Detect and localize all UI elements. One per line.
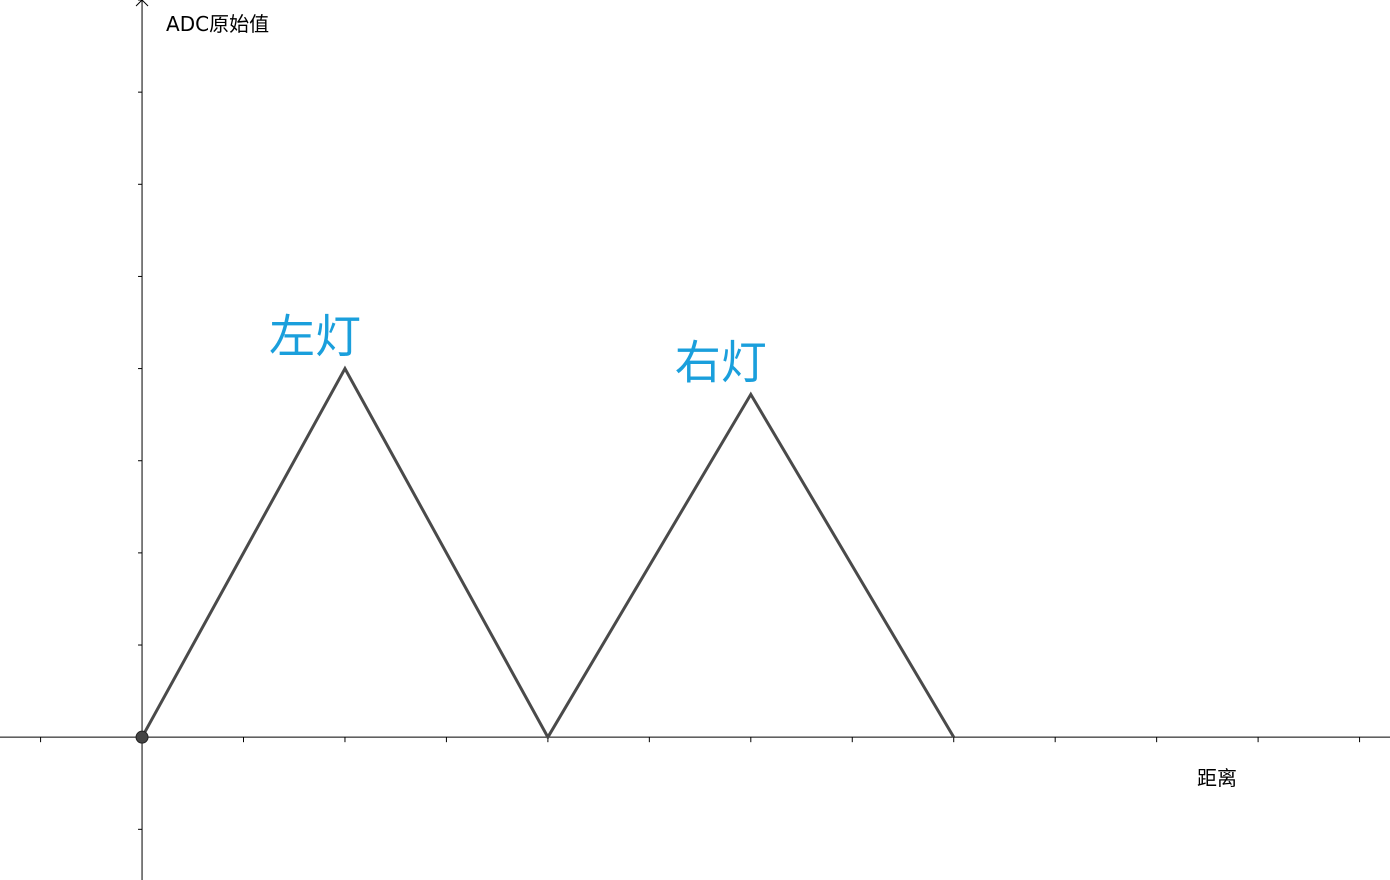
origin-point xyxy=(135,730,149,744)
y-axis-arrow xyxy=(135,0,149,7)
annotation-left-light: 左灯 xyxy=(269,310,361,364)
annotation-right-light: 右灯 xyxy=(675,335,767,389)
x-axis-title: 距离 xyxy=(1197,766,1237,790)
y-axis-title: ADC原始值 xyxy=(166,12,269,36)
series-line xyxy=(140,365,956,741)
axis-ticks xyxy=(40,0,1361,830)
labels-layer: ADC原始值 距离 左灯 右灯 xyxy=(166,12,1237,790)
series-layer xyxy=(135,365,956,744)
